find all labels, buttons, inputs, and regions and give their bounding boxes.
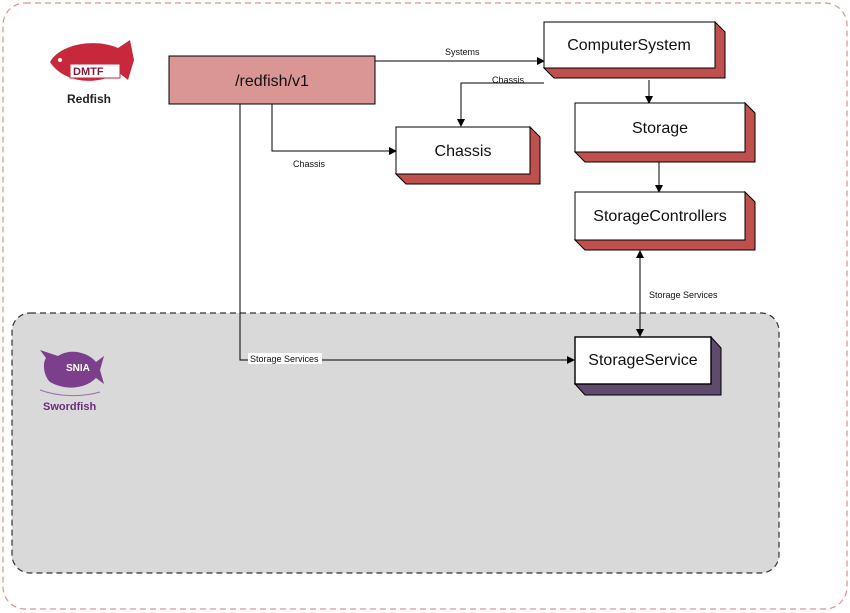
edge-label-root-chassis: Chassis: [293, 159, 326, 169]
edge-label-system-chassis: Chassis: [492, 75, 525, 85]
swordfish-badge-text: SNIA: [66, 363, 90, 374]
redfish-badge-text: DMTF: [73, 66, 104, 78]
node-computer-system-label: ComputerSystem: [567, 37, 691, 54]
redfish-name-text: Redfish: [67, 92, 111, 106]
swordfish-name-text: Swordfish: [43, 401, 96, 413]
edge-root-service: Storage Services: [239, 104, 575, 364]
node-chassis-label: Chassis: [435, 143, 492, 160]
edge-root-chassis: Chassis: [271, 104, 397, 169]
edge-label-controllers-service: Storage Services: [649, 290, 718, 300]
edge-systems: Systems: [375, 47, 545, 65]
node-storage-controllers[interactable]: StorageControllers: [573, 190, 756, 251]
swordfish-logo: SNIA Swordfish: [39, 350, 104, 413]
node-storage-service[interactable]: StorageService: [573, 335, 722, 396]
node-computer-system[interactable]: ComputerSystem: [542, 20, 726, 79]
node-storage-label: Storage: [632, 120, 688, 137]
node-root[interactable]: /redfish/v1: [168, 55, 376, 105]
edge-label-root-service: Storage Services: [250, 354, 319, 364]
node-storage-service-label: StorageService: [588, 352, 697, 369]
edge-label-systems: Systems: [445, 47, 480, 57]
edge-controllers-service: Storage Services: [636, 250, 718, 337]
redfish-logo: DMTF Redfish: [50, 40, 134, 106]
node-chassis[interactable]: Chassis: [394, 125, 541, 185]
swordfish-fish-icon: [40, 350, 104, 388]
node-root-label: /redfish/v1: [235, 73, 309, 90]
node-storage[interactable]: Storage: [573, 101, 756, 163]
node-storage-controllers-label: StorageControllers: [593, 208, 726, 225]
edge-system-chassis: Chassis: [457, 75, 544, 127]
